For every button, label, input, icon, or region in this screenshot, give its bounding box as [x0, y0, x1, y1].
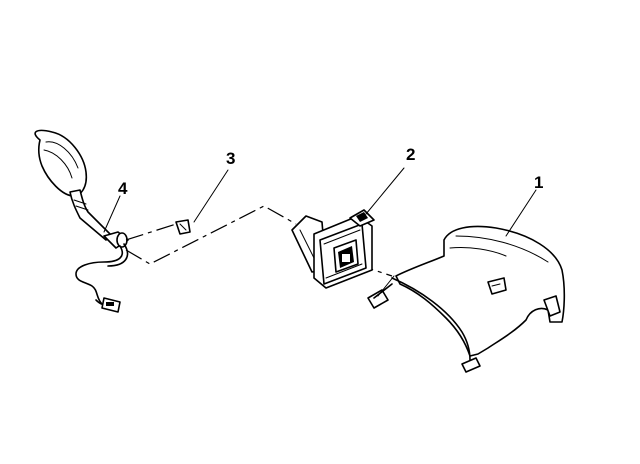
callout-3: 3 — [226, 149, 235, 168]
leader-lines — [103, 167, 537, 237]
steering-column-cover-icon — [367, 225, 566, 373]
callout-1: 1 — [534, 173, 543, 192]
callout-2: 2 — [406, 145, 415, 164]
shift-lever-knob-icon — [34, 129, 129, 313]
callout-4: 4 — [118, 179, 128, 198]
switch-housing-icon — [291, 209, 375, 289]
screw-icon — [175, 219, 191, 235]
